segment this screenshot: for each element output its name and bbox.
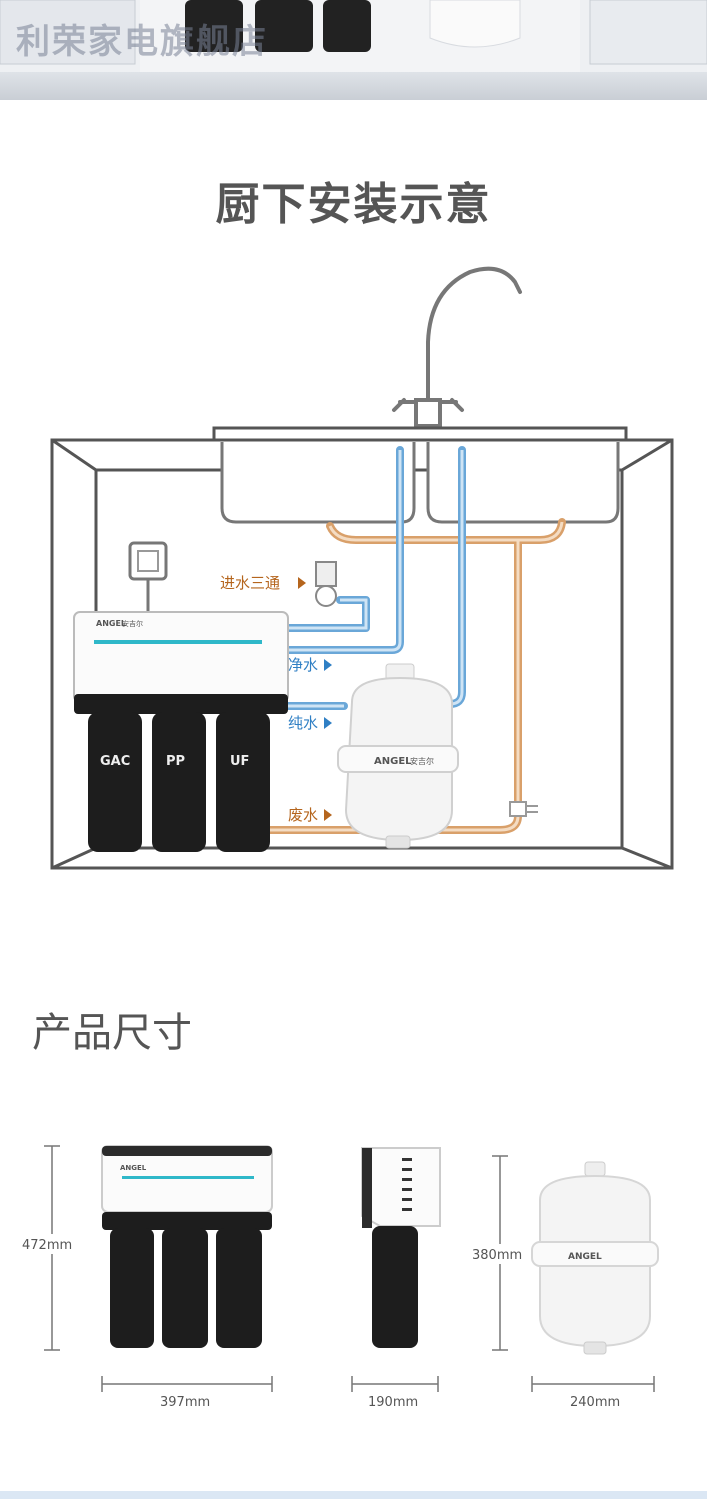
store-watermark: 利荣家电旗舰店 bbox=[16, 22, 268, 62]
label-waste-water: 废水 bbox=[288, 806, 318, 824]
inlet-tee-icon bbox=[315, 561, 337, 607]
arrow-inlet-tee-icon bbox=[298, 577, 306, 589]
filter-cartridges: GAC PP UF bbox=[88, 712, 270, 852]
label-pure-water: 纯水 bbox=[288, 714, 318, 732]
tank-brand: ANGEL bbox=[374, 756, 412, 767]
label-inlet-tee: 进水三通 bbox=[220, 574, 280, 592]
arrow-waste-water-icon bbox=[324, 809, 332, 821]
tank-view: ANGEL bbox=[531, 1161, 659, 1355]
width-main-label: 397mm bbox=[160, 1395, 210, 1410]
top-banner: 利荣家电旗舰店 bbox=[0, 0, 707, 100]
arrow-pure-water-icon bbox=[324, 717, 332, 729]
height-tank-label: 380mm bbox=[472, 1248, 522, 1263]
bottom-bar bbox=[0, 1491, 707, 1499]
faucet-icon bbox=[392, 266, 522, 428]
tank-brand-cn: 安吉尔 bbox=[410, 756, 434, 766]
ro-unit: ANGEL 安吉尔 GAC PP UF bbox=[73, 611, 289, 852]
banner-shelf bbox=[0, 72, 707, 100]
drain-valve-icon bbox=[509, 801, 538, 817]
wall-socket-icon bbox=[128, 541, 168, 612]
install-diagram: ANGEL 安吉尔 GAC PP UF ANGEL 安吉尔 进水三通 净水 纯水… bbox=[50, 266, 674, 870]
countertop bbox=[212, 426, 628, 442]
filter-label-gac: GAC bbox=[100, 754, 130, 769]
banner-product-photo bbox=[0, 0, 707, 72]
install-title: 厨下安装示意 bbox=[215, 179, 492, 230]
filter-label-pp: PP bbox=[166, 754, 185, 769]
depth-main-label: 190mm bbox=[368, 1395, 418, 1410]
unit-brand: ANGEL bbox=[96, 619, 126, 628]
arrow-clean-water-icon bbox=[324, 659, 332, 671]
dimensions-diagram: ANGEL ANGEL 472mm 397mm 190mm 380mm 240 bbox=[20, 1145, 659, 1410]
label-clean-water: 净水 bbox=[288, 656, 318, 674]
tank-view-brand: ANGEL bbox=[568, 1252, 602, 1262]
sink-basins bbox=[220, 442, 620, 524]
storage-tank: ANGEL 安吉尔 bbox=[337, 663, 459, 849]
unit-brand-cn: 安吉尔 bbox=[122, 619, 143, 628]
dimension-lines bbox=[44, 1145, 655, 1392]
dimensions-title: 产品尺寸 bbox=[32, 1010, 192, 1056]
height-main-label: 472mm bbox=[22, 1238, 72, 1253]
filter-label-uf: UF bbox=[230, 754, 249, 769]
unit-front-view: ANGEL bbox=[101, 1145, 273, 1348]
width-tank-label: 240mm bbox=[570, 1395, 620, 1410]
front-brand: ANGEL bbox=[120, 1164, 147, 1172]
unit-side-view bbox=[361, 1147, 441, 1348]
